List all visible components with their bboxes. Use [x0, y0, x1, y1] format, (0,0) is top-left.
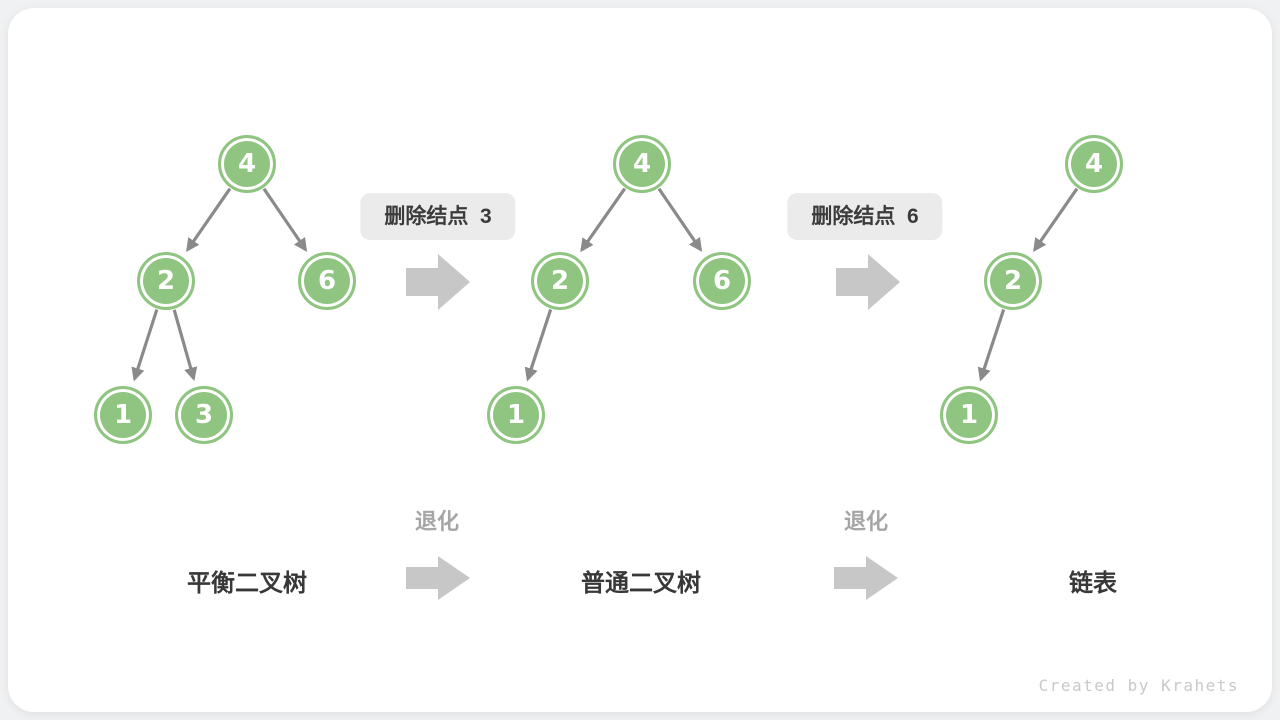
delete-node-6-label: 删除结点 6: [787, 193, 943, 240]
transition-arrow-icon: [406, 254, 470, 310]
degrade-arrow-icon: [834, 556, 898, 600]
degrade-arrow-icon: [406, 556, 470, 600]
stage-label-balanced-binary-tree: 平衡二叉树: [187, 570, 307, 597]
delete-node-3-label: 删除结点 3: [360, 193, 516, 240]
stage-label-ordinary-binary-tree: 普通二叉树: [581, 570, 701, 597]
degrade-label: 退化: [414, 509, 460, 534]
degrade-label: 退化: [843, 509, 889, 534]
diagram-card: [8, 8, 1272, 712]
stage-label-linked-list: 链表: [1069, 570, 1117, 597]
credit-text: Created by Krahets: [1038, 676, 1239, 695]
transition-arrow-icon: [836, 254, 900, 310]
